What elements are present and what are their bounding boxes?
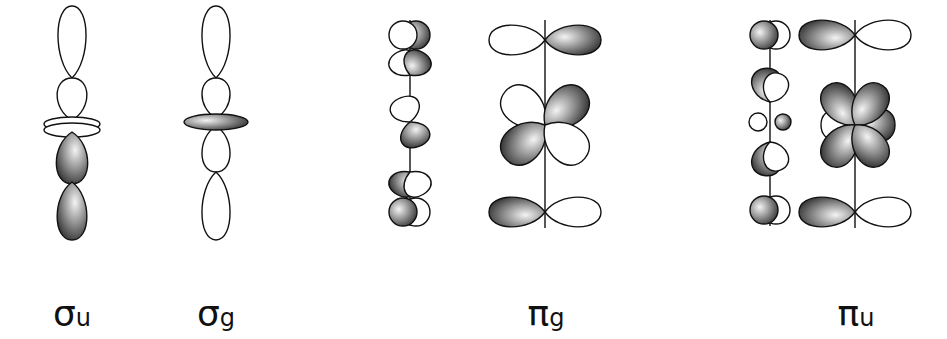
- orbital-symbol: πg: [526, 296, 567, 332]
- pi-u-front-view: [799, 20, 911, 228]
- orbital-symbol: σg: [195, 296, 237, 332]
- sigma-u-orbital: [44, 6, 100, 240]
- sigma-g-orbital: [184, 6, 248, 240]
- pi-u-side-view: [749, 20, 792, 226]
- pi-g-side-view: [385, 20, 435, 226]
- pi-g-front-view: [489, 20, 601, 228]
- orbital-symbol: πu: [836, 296, 877, 332]
- orbital-symbol: σu: [51, 296, 93, 332]
